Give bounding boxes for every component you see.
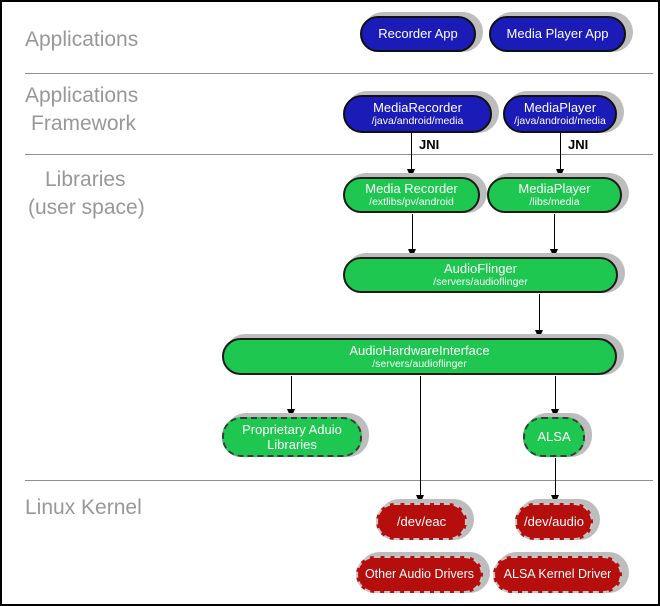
node-title: AudioHardwareInterface xyxy=(349,342,490,358)
node-alsa-kernel-driver: ALSA Kernel Driver xyxy=(493,556,622,593)
arrow-mediarecorderlib-to-audioflinger xyxy=(408,214,416,258)
node-title: Proprietary Aduio xyxy=(242,421,342,437)
node-proprietary-audio-libraries: Proprietary Aduio Libraries xyxy=(222,417,362,457)
node-title: /dev/eac xyxy=(396,513,447,529)
node-title: Other Audio Drivers xyxy=(364,567,475,582)
layer-label-line: Applications xyxy=(25,84,139,107)
edge-label-jni-right: JNI xyxy=(568,137,589,152)
arrow-audioflinger-to-ahi xyxy=(535,294,543,339)
layer-label-linux-kernel: Linux Kernel xyxy=(25,496,142,519)
arrow-ahi-to-dev-eac xyxy=(416,376,424,504)
node-path: /libs/media xyxy=(529,196,580,209)
node-title: AudioFlinger xyxy=(444,261,517,277)
node-title: MediaPlayer xyxy=(523,100,597,116)
node-path: /servers/audioflinger xyxy=(433,276,528,289)
node-audioflinger: AudioFlinger /servers/audioflinger xyxy=(343,257,618,293)
node-media-player-app: Media Player App xyxy=(489,16,626,52)
arrow-ahi-to-alsa xyxy=(551,376,559,418)
node-title: MediaPlayer xyxy=(518,181,591,197)
node-alsa: ALSA xyxy=(523,417,585,457)
edge-label-jni-left: JNI xyxy=(419,137,440,152)
node-audiohardwareinterface: AudioHardwareInterface /servers/audiofli… xyxy=(222,338,617,375)
layer-label-libraries: Libraries (user space) xyxy=(28,166,145,222)
layer-label-line: Framework xyxy=(31,112,137,135)
divider-framework-libraries xyxy=(25,154,653,155)
node-other-audio-drivers: Other Audio Drivers xyxy=(356,556,483,593)
arrow-mediaplayer-to-lib xyxy=(556,133,564,178)
node-title: ALSA xyxy=(537,429,571,445)
node-title: ALSA Kernel Driver xyxy=(503,567,612,582)
node-path: /servers/audioflinger xyxy=(372,357,467,370)
node-path: /java/android/media xyxy=(371,115,464,128)
node-dev-eac: /dev/eac xyxy=(376,503,467,540)
node-mediaplayer-framework: MediaPlayer /java/android/media xyxy=(503,95,617,133)
arrow-ahi-to-proprietary xyxy=(287,376,295,418)
node-dev-audio: /dev/audio xyxy=(515,503,593,540)
node-mediaplayer-lib: MediaPlayer /libs/media xyxy=(487,177,622,213)
divider-libraries-kernel xyxy=(25,480,653,481)
node-title: /dev/audio xyxy=(524,513,584,529)
node-title: Media Recorder xyxy=(365,181,458,197)
divider-applications-framework xyxy=(25,73,653,74)
node-title: MediaRecorder xyxy=(373,100,462,116)
node-recorder-app: Recorder App xyxy=(360,16,476,52)
arrow-mediaplayerlib-to-audioflinger xyxy=(550,214,558,258)
layer-label-line: (user space) xyxy=(28,196,145,219)
node-title: Media Player App xyxy=(506,26,609,42)
node-title-line2: Libraries xyxy=(267,437,317,452)
node-path: /extlibs/pv/android xyxy=(369,196,454,209)
node-path: /java/android/media xyxy=(514,115,606,128)
layer-label-line: Libraries xyxy=(45,168,126,191)
arrow-alsa-to-dev-audio xyxy=(551,458,559,504)
node-mediarecorder-framework: MediaRecorder /java/android/media xyxy=(343,95,492,133)
arrow-mediarecorder-to-lib xyxy=(407,133,415,178)
node-title: Recorder App xyxy=(378,26,458,42)
node-media-recorder-lib: Media Recorder /extlibs/pv/android xyxy=(343,177,480,213)
layer-label-applications: Applications xyxy=(25,28,139,51)
